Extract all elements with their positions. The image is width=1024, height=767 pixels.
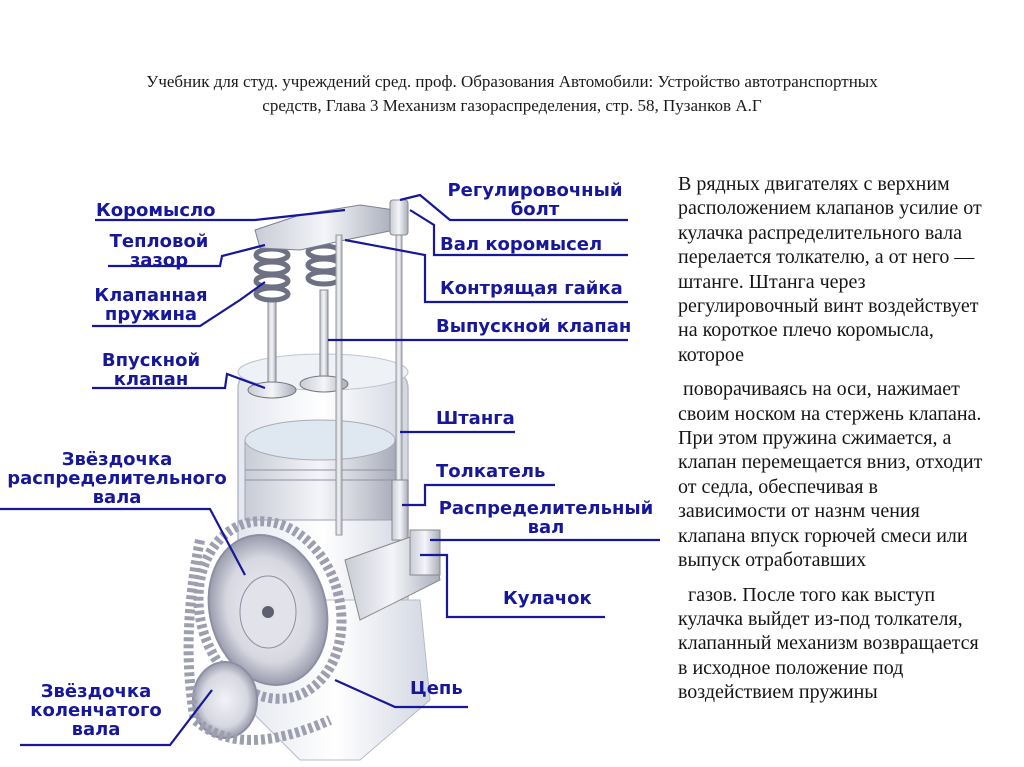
explanation-text: В рядных двигателях с верхним расположен…	[678, 172, 1024, 705]
paragraph-1: В рядных двигателях с верхним расположен…	[678, 172, 1024, 367]
label-adjusting-bolt-line2: болт	[510, 199, 560, 220]
label-pushrod: Штанга	[436, 408, 515, 429]
text-line: расположением клапанов усилие от	[678, 197, 982, 220]
label-intake-valve-line2: клапан	[113, 369, 189, 390]
label-thermal-gap: Тепловой зазор	[104, 232, 214, 270]
text-line: поворачиваясь на оси, нажимает	[678, 378, 960, 401]
citation-line-2: средств, Глава 3 Механизм газораспределе…	[262, 96, 762, 115]
label-valve-spring-line1: Клапанная	[94, 285, 208, 306]
label-intake-valve-line1: Впускной	[101, 350, 201, 371]
label-camshaft-sprocket-line3: вала	[92, 487, 142, 508]
label-cam: Кулачок	[503, 588, 592, 609]
label-exhaust-valve: Выпускной клапан	[436, 316, 632, 337]
label-thermal-gap-line1: Тепловой	[109, 231, 209, 252]
text-line: зависимости от назнм чения	[678, 500, 920, 523]
label-thermal-gap-line2: зазор	[129, 250, 189, 271]
label-adjusting-bolt-line1: Регулировочный	[447, 180, 623, 201]
text-line: на короткое плечо коромысла,	[678, 319, 934, 342]
text-line: от седла, обеспечивая в	[678, 475, 878, 498]
label-valve-spring-line2: пружина	[104, 304, 198, 325]
label-camshaft-sprocket-line1: Звёздочка	[61, 449, 173, 470]
text-line: регулировочный винт воздействует	[678, 295, 979, 318]
label-crankshaft-sprocket-line3: вала	[71, 719, 121, 740]
text-line: клапана впуск горючей смеси или	[678, 524, 968, 547]
label-camshaft: Распределительный вал	[436, 499, 656, 537]
text-line: кулачка распределительного вала	[678, 221, 962, 244]
text-line: перелается толкателю, а от него —	[678, 246, 975, 269]
label-crankshaft-sprocket-line2: коленчатого	[30, 700, 162, 721]
label-valve-spring: Клапанная пружина	[92, 286, 210, 324]
paragraph-3: газов. После того как выступ кулачка вый…	[678, 583, 1024, 705]
paragraph-2: поворачиваясь на оси, нажимает своим нос…	[678, 377, 1024, 572]
label-camshaft-sprocket: Звёздочка распределительного вала	[2, 450, 232, 507]
label-adjusting-bolt: Регулировочный болт	[440, 181, 630, 219]
label-camshaft-line1: Распределительный	[438, 498, 654, 519]
label-chain: Цепь	[410, 678, 463, 699]
text-line: клапанный механизм возвращается	[678, 632, 979, 655]
text-line: газов. После того как выступ	[678, 583, 936, 606]
text-line: которое	[678, 343, 745, 366]
label-intake-valve: Впускной клапан	[96, 351, 206, 389]
label-camshaft-line2: вал	[527, 517, 565, 538]
citation-line-1: Учебник для студ. учреждений сред. проф.…	[146, 72, 878, 91]
label-rocker-shaft: Вал коромысел	[440, 234, 603, 255]
source-citation: Учебник для студ. учреждений сред. проф.…	[40, 70, 984, 118]
label-crankshaft-sprocket: Звёздочка коленчатого вала	[26, 682, 166, 739]
text-line: выпуск отработавших	[678, 549, 867, 572]
label-tappet: Толкатель	[436, 461, 546, 482]
text-line: воздействием пружины	[678, 681, 878, 704]
valve-train-diagram: Коромысло Тепловой зазор Клапанная пружи…	[0, 165, 660, 767]
label-crankshaft-sprocket-line1: Звёздочка	[40, 681, 152, 702]
label-rocker-arm: Коромысло	[96, 200, 216, 221]
engine-illustration	[0, 193, 660, 761]
text-line: В рядных двигателях с верхним	[678, 173, 950, 195]
label-lock-nut: Контрящая гайка	[440, 278, 623, 299]
text-line: в исходное положение под	[678, 656, 904, 679]
text-line: штанге. Штанга через	[678, 270, 866, 293]
text-line: кулачка выйдет из-под толкателя,	[678, 607, 963, 630]
text-line: При этом пружина сжимается, а	[678, 427, 952, 450]
text-line: клапан перемещается вниз, отходит	[678, 451, 983, 474]
label-camshaft-sprocket-line2: распределительного	[7, 468, 227, 489]
text-line: своим носком на стержень клапана.	[678, 402, 982, 425]
